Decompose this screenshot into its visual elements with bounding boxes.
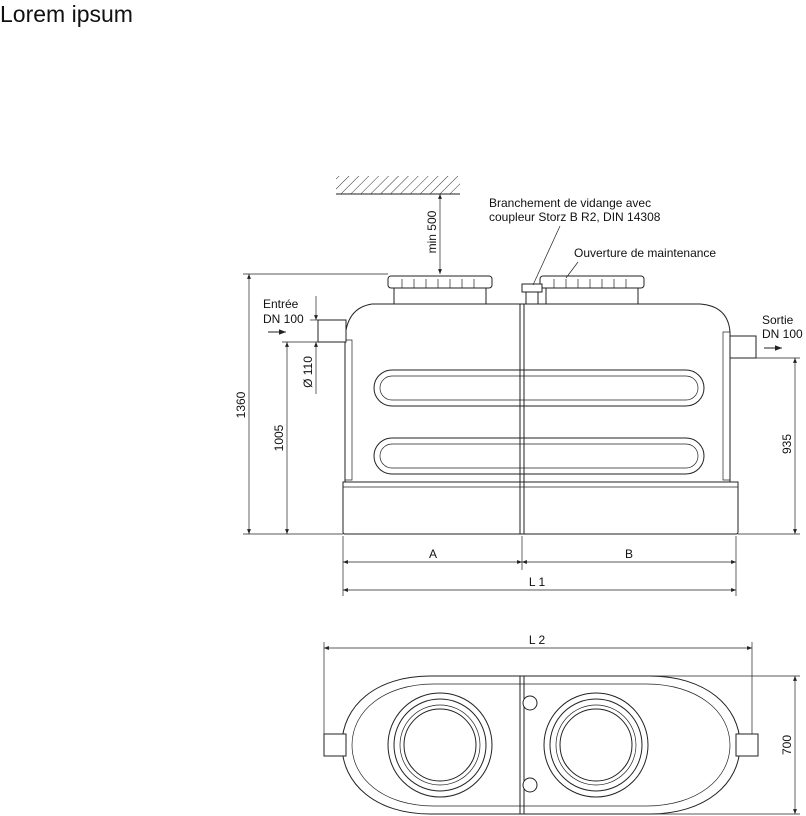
drain-connection-label-line1: Branchement de vidange avec xyxy=(489,196,651,210)
total-height-dimension: 1360 xyxy=(234,273,388,535)
inlet-height-dimension: 1005 xyxy=(272,341,318,534)
outlet-height-label: 935 xyxy=(780,434,794,454)
min-cover-label: min 500 xyxy=(425,210,439,253)
outlet-pipe xyxy=(729,335,757,359)
length-2-dimension: L 2 xyxy=(323,633,753,734)
section-b-label: B xyxy=(625,547,633,561)
drain-connection-callout: Branchement de vidange avec coupleur Sto… xyxy=(489,196,661,286)
outlet-height-dimension: 935 xyxy=(738,357,800,535)
inlet-label-line1: Entrée xyxy=(263,297,299,311)
pipe-diameter-label: Ø 110 xyxy=(301,356,315,388)
maintenance-lid-right xyxy=(539,275,645,305)
length-2-label: L 2 xyxy=(529,633,546,647)
maintenance-lid-left xyxy=(387,275,493,305)
tank-side-view xyxy=(342,303,739,535)
inlet-label-line2: DN 100 xyxy=(263,312,304,326)
width-dimension: 700 xyxy=(650,675,800,815)
outlet-callout: Sortie DN 100 xyxy=(762,313,803,351)
pipe-diameter-dimension: Ø 110 xyxy=(301,296,318,394)
page-title: Lorem ipsum xyxy=(0,1,133,27)
drain-coupler xyxy=(521,283,543,305)
section-a-label: A xyxy=(429,547,437,561)
inlet-callout: Entrée DN 100 xyxy=(263,297,304,335)
tank-top-view xyxy=(323,675,759,815)
inlet-pipe xyxy=(317,319,347,343)
section-dimensions: A B L 1 xyxy=(342,536,737,596)
min-cover-dimension: min 500 xyxy=(425,194,442,274)
maintenance-opening-callout: Ouverture de maintenance xyxy=(565,246,716,279)
ground-surface xyxy=(336,176,460,195)
maintenance-opening-label: Ouverture de maintenance xyxy=(574,246,716,260)
drain-connection-label-line2: coupleur Storz B R2, DIN 14308 xyxy=(489,210,661,224)
outlet-label-line2: DN 100 xyxy=(762,327,803,341)
width-label: 700 xyxy=(780,735,794,755)
length-1-label: L 1 xyxy=(529,575,546,589)
inlet-height-label: 1005 xyxy=(272,424,286,451)
total-height-label: 1360 xyxy=(234,391,248,418)
outlet-label-line1: Sortie xyxy=(762,313,794,327)
